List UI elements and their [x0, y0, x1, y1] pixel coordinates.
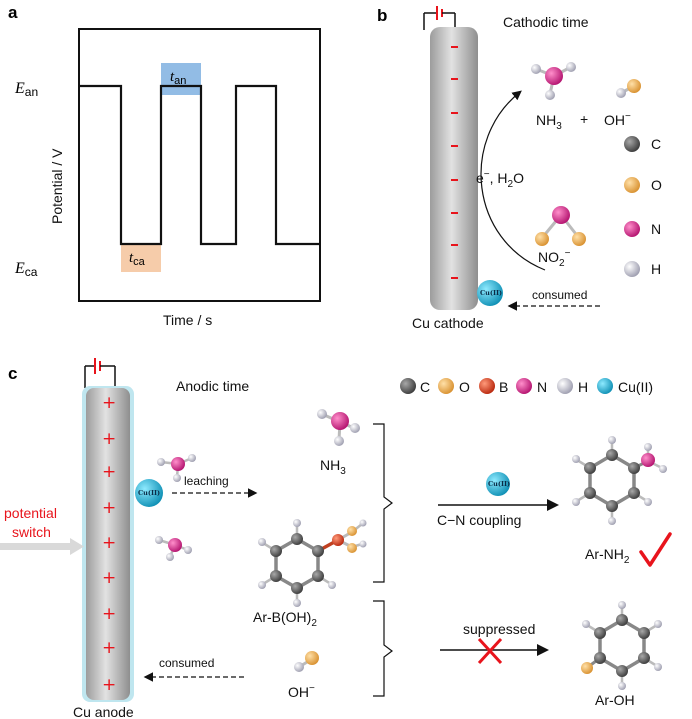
cu-ion-label: Cu(II): [480, 289, 502, 297]
atom-legend: C O N H: [624, 136, 662, 277]
legend-c-carbon-icon: [400, 378, 416, 394]
aniline-molecule-icon: [572, 436, 667, 525]
cathodic-time-title: Cathodic time: [503, 14, 589, 30]
legend-carbon-label: C: [651, 136, 661, 152]
cu-ion-icon: [477, 280, 503, 306]
panel-a-letter: a: [8, 3, 18, 22]
cu-anode-label: Cu anode: [73, 704, 134, 719]
potential-switch-label-1: potential: [4, 505, 57, 521]
potential-switch-label-2: switch: [12, 524, 51, 540]
cross-icon: [477, 637, 503, 665]
cu-cathode-rod: [430, 27, 478, 310]
cu-cathode-label: Cu cathode: [412, 315, 484, 331]
panel-b: b Cu cathode Cathodic time e−, H2O: [377, 6, 662, 331]
cu-anode-rod: [86, 388, 130, 700]
legend-c-hydrogen-icon: [557, 378, 573, 394]
t-an-highlight: [161, 63, 201, 95]
legend-c-oxygen-label: O: [459, 379, 470, 395]
oh-molecule-icon-c: [294, 651, 319, 672]
legend-c-nitrogen-label: N: [537, 379, 547, 395]
legend-c-carbon-label: C: [420, 379, 430, 395]
t-ca-highlight: [121, 244, 161, 272]
nh3-label: NH3: [536, 112, 562, 132]
legend-c-oxygen-icon: [438, 378, 454, 394]
legend-nitrogen-label: N: [651, 221, 661, 237]
aroh-label: Ar-OH: [595, 692, 635, 708]
no2-label: NO2−: [538, 248, 571, 269]
legend-c-boron-icon: [479, 378, 495, 394]
reduction-arrow: [480, 90, 546, 271]
legend-hydrogen-label: H: [651, 261, 661, 277]
legend-oxygen-icon: [624, 177, 640, 193]
phenol-molecule-icon: [581, 601, 662, 690]
legend-carbon-icon: [624, 136, 640, 152]
legend-c-hydrogen-label: H: [578, 379, 588, 395]
oh-label-c: OH−: [288, 683, 315, 700]
nh3-molecule-icon-c: [317, 409, 360, 446]
consumed-label: consumed: [532, 288, 587, 302]
panel-c-letter: c: [8, 364, 17, 383]
svg-text:+: +: [102, 568, 116, 588]
panel-c: c + + + + + + + + + Cu anode Anodic time…: [0, 358, 672, 719]
cu-ion-leaching-label: Cu(II): [138, 489, 160, 497]
consumed-label-c: consumed: [159, 656, 214, 670]
lower-brace: [373, 600, 393, 697]
no2-molecule-icon: [535, 206, 586, 246]
check-icon: [639, 532, 672, 567]
nh3-molecule-near-anode-1: [157, 454, 196, 482]
panel-a: a tan tca Ean Eca Potential / V Time / s: [8, 3, 321, 328]
cu-ion-leaching-icon: [135, 479, 163, 507]
plus-sign: +: [580, 111, 588, 127]
panel-b-letter: b: [377, 6, 387, 25]
svg-text:+: +: [102, 429, 116, 449]
plot-frame: [78, 28, 321, 302]
arnh2-label: Ar-NH2: [585, 546, 630, 566]
oh-label: OH−: [604, 111, 631, 128]
cu-catalyst-label: Cu(II): [488, 480, 510, 488]
electron-water-label: e−, H2O: [476, 169, 524, 190]
upper-brace: [373, 423, 393, 583]
svg-text:+: +: [102, 533, 116, 553]
nh3-molecule-near-anode-2: [155, 536, 192, 561]
legend-oxygen-label: O: [651, 177, 662, 193]
legend-c-copper-label: Cu(II): [618, 379, 653, 395]
svg-text:+: +: [102, 675, 116, 695]
cu-catalyst-icon: [486, 472, 510, 496]
nh3-label-c: NH3: [320, 457, 346, 477]
phenylboronic-acid-icon: [258, 519, 367, 607]
svg-text:+: +: [102, 604, 116, 624]
e-ca-label: Eca: [14, 260, 38, 279]
battery-icon-anode: [84, 358, 116, 388]
suppressed-label: suppressed: [463, 621, 535, 637]
atom-legend-c: C O B N H Cu(II): [400, 378, 653, 395]
legend-nitrogen-icon: [624, 221, 640, 237]
x-axis-label: Time / s: [163, 312, 212, 328]
svg-text:+: +: [102, 498, 116, 518]
svg-text:+: +: [102, 638, 116, 658]
oh-molecule-icon: [616, 79, 641, 98]
svg-text:+: +: [102, 462, 116, 482]
leaching-label: leaching: [184, 474, 229, 488]
battery-icon: [423, 6, 456, 30]
e-an-label: Ean: [14, 80, 38, 99]
legend-c-copper-icon: [597, 378, 613, 394]
legend-hydrogen-icon: [624, 261, 640, 277]
cathode-charges: [451, 46, 458, 279]
y-axis-label: Potential / V: [49, 148, 65, 224]
legend-c-nitrogen-icon: [516, 378, 532, 394]
t-ca-label: tca: [129, 250, 146, 268]
arb-oh2-label: Ar-B(OH)2: [253, 609, 317, 629]
nh3-molecule-icon: [531, 62, 576, 100]
switch-arrow-icon: [0, 538, 84, 555]
anodic-time-title: Anodic time: [176, 378, 249, 394]
svg-text:+: +: [102, 393, 116, 413]
t-an-label: tan: [170, 69, 186, 87]
anode-charges: + + + + + + + + +: [102, 393, 116, 695]
cn-coupling-label: C−N coupling: [437, 512, 521, 528]
legend-c-boron-label: B: [499, 379, 508, 395]
potential-waveform: [79, 84, 320, 246]
